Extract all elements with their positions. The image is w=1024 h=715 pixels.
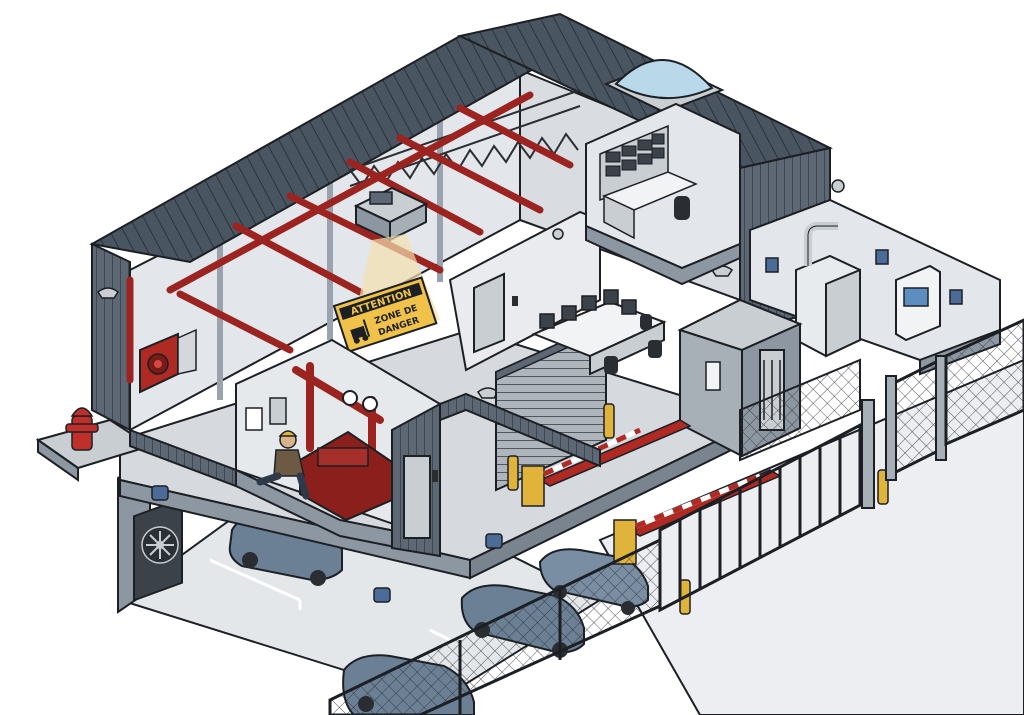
fence-posts — [458, 590, 562, 715]
hydrant-ledge-edge — [37, 438, 79, 482]
office-chairs — [604, 314, 662, 374]
office-door — [473, 272, 505, 354]
ventilation-fan-icon — [141, 526, 179, 564]
fire-pump-engine — [299, 430, 393, 522]
control-panel — [245, 397, 287, 431]
chain-link-fence-front — [328, 537, 662, 715]
chain-link-fence-rear — [739, 358, 861, 462]
warning-sign: ATTENTION ZONE DE DANGER — [332, 276, 438, 353]
card-reader — [512, 296, 518, 306]
boiler-unit — [795, 222, 861, 358]
ceiling-heater-unit — [353, 186, 429, 242]
junction-boxes — [765, 249, 963, 305]
support-feet — [151, 485, 503, 603]
fire-hose-cabinet — [139, 328, 197, 394]
barrier-gate-arm — [521, 427, 761, 565]
pressure-gauge-icon — [342, 390, 378, 412]
skylight-dome — [603, 59, 725, 114]
left-exterior-wall — [91, 242, 131, 432]
security-camera-icon — [552, 179, 845, 240]
parking-lines — [209, 558, 451, 700]
maintenance-worker — [256, 430, 310, 500]
forklift-icon — [350, 319, 371, 344]
electrical-panel — [895, 264, 941, 342]
chain-link-fence-right — [944, 318, 1024, 447]
cctv-monitor-wall — [605, 133, 665, 177]
control-chair — [674, 196, 690, 220]
computer-monitors — [539, 289, 637, 329]
front-wall-strip — [129, 428, 237, 488]
front-wall-strip-right — [439, 392, 601, 468]
pedestrian-gate — [885, 355, 947, 481]
fire-hydrant-icon — [65, 407, 99, 451]
